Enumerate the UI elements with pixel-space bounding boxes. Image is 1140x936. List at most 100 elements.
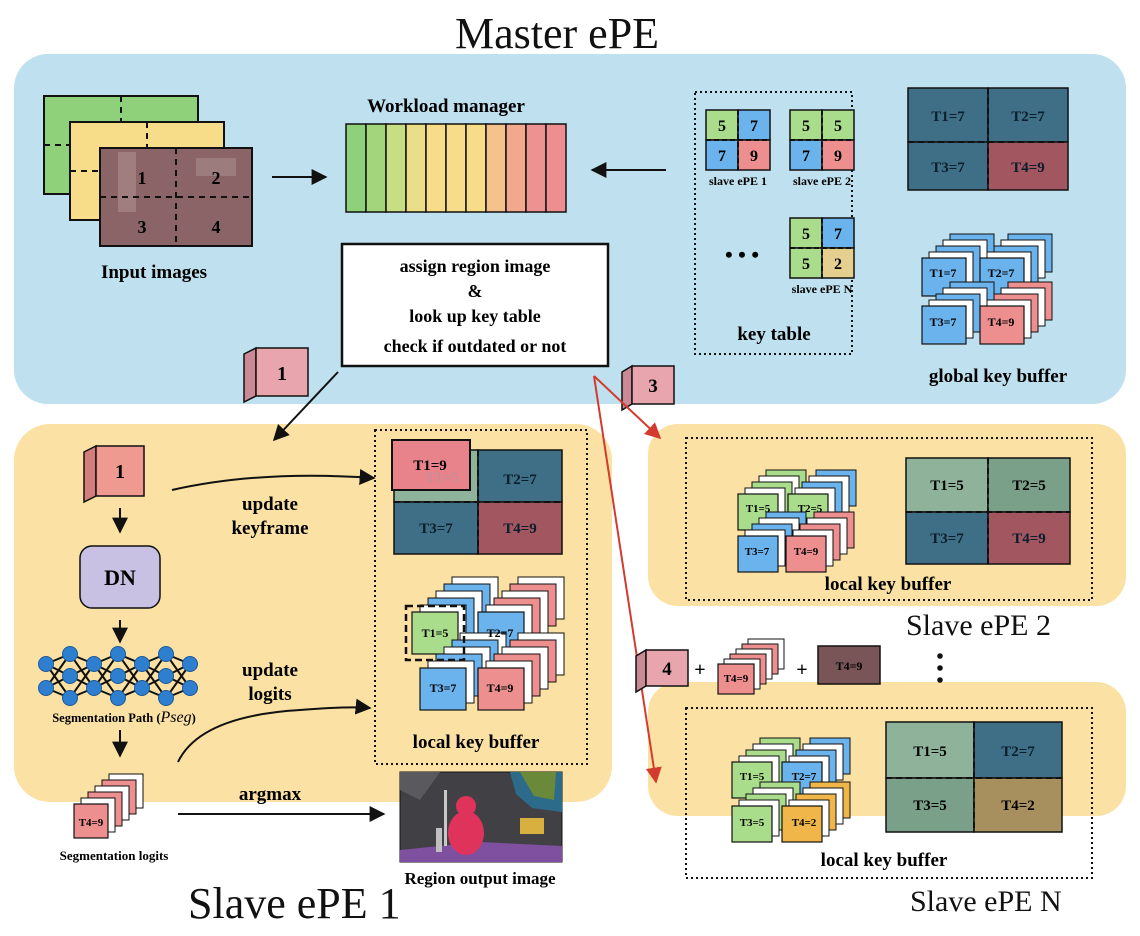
s1buf-highlight [404, 604, 466, 662]
key-table-border [694, 91, 853, 355]
update-logits-line1: update [242, 660, 298, 681]
argmax-label: argmax [239, 784, 302, 805]
assign-box [340, 242, 610, 368]
slaveN-local-buffer-border [685, 707, 1093, 879]
nn-node [110, 668, 126, 684]
nn-node [86, 680, 102, 696]
kt2-name: slave ePE 2 [793, 174, 851, 188]
incoming-tile-front [717, 663, 755, 695]
sNbuf-tile-3-front [731, 805, 773, 843]
s2buf-t3: T3=7 [745, 546, 770, 558]
nn-node [182, 656, 198, 672]
sNbuf-tile-4-front [781, 805, 823, 843]
key-table-slave1 [705, 109, 771, 171]
global-frame-t2: T2=7 [1011, 109, 1045, 125]
s1buf-tile-4-front [477, 667, 525, 711]
sNbuf-t3: T3=5 [740, 817, 765, 829]
incoming-logit-label: T4=9 [724, 673, 749, 685]
gkb-tile-3-front [921, 305, 967, 345]
assign-line-1: assign region image [400, 256, 551, 276]
slave1-buffer-stack [404, 576, 565, 711]
nn-node [110, 646, 126, 662]
slave2-frame-t4: T4=9 [1012, 531, 1046, 547]
slaveN-frame-t1: T1=5 [913, 744, 947, 760]
slaveN-buffer-stack [731, 737, 851, 843]
ktN-v4: 2 [834, 256, 842, 273]
s1buf-tile-3-front [419, 667, 467, 711]
slave1-frame-t2: T2=7 [503, 472, 537, 488]
region-output-image [399, 771, 563, 863]
master-to-slave2-arrow [593, 375, 662, 440]
slave1-title: Slave ePE 1 [188, 879, 401, 928]
kt2-v3: 7 [802, 148, 810, 165]
message-tag-1 [243, 346, 309, 404]
dn-box [79, 545, 161, 609]
region-output-label: Region output image [404, 869, 556, 888]
global-frame-t4: T4=9 [1011, 160, 1045, 176]
slave2-local-buffer-border [685, 437, 1093, 601]
input-image-stack [43, 95, 253, 247]
slaveN-frame-t3: T3=5 [913, 798, 947, 814]
s1buf-t1: T1=5 [422, 626, 449, 640]
slave1-frame-t3: T3=7 [419, 521, 453, 537]
update-keyframe-arrow [171, 469, 376, 491]
global-frame [907, 87, 1069, 191]
update-logits-arrow [177, 698, 372, 763]
logit-tile-label: T4=9 [79, 817, 104, 829]
slaveN-local-buffer-label: local key buffer [821, 850, 948, 871]
logit-tile-front [73, 803, 109, 839]
nn-node [158, 646, 174, 662]
s1buf-t4: T4=9 [487, 681, 514, 695]
nn-node [158, 668, 174, 684]
plus-1: + [694, 659, 705, 681]
slave1-frame-t1: T1=9 [413, 458, 447, 474]
slave1-local-buffer-label: local key buffer [413, 732, 540, 753]
global-frame-t3: T3=7 [931, 160, 965, 176]
nn-node [86, 656, 102, 672]
assign-line-2: & [468, 281, 483, 301]
incoming-region-label: T4=9 [836, 659, 863, 673]
update-keyframe-line1: update [242, 494, 298, 515]
s2buf-tile-4-front [785, 535, 827, 573]
gkb-t1: T1=7 [930, 266, 957, 280]
gkb-t3: T3=7 [930, 315, 957, 329]
incoming-region-image [817, 645, 881, 685]
input-images-label: Input images [101, 262, 207, 283]
input-quadrant-1: 1 [138, 168, 147, 188]
neural-network-icon [38, 646, 198, 706]
gkb-tile-4-front [979, 305, 1025, 345]
nn-node [38, 656, 54, 672]
slave2-local-buffer-label: local key buffer [825, 574, 952, 595]
message-tag-3-label: 3 [648, 376, 658, 397]
message-tag-3 [621, 364, 675, 412]
slaveN-title: Slave ePE N [910, 885, 1062, 918]
slave2-buffer-stack [737, 469, 857, 573]
slave2-frame-t2: T2=5 [1012, 478, 1046, 494]
key-table-label: key table [737, 324, 810, 345]
s2buf-tile-3-front [737, 535, 779, 573]
message-tag-4 [635, 648, 689, 694]
nn-node [110, 690, 126, 706]
seg-logits-label: Segmentation logits [60, 848, 169, 863]
ktN-v1: 5 [802, 226, 810, 243]
slave2-frame [905, 457, 1071, 565]
ktN-v3: 5 [802, 256, 810, 273]
slave2-frame-t3: T3=7 [930, 531, 964, 547]
nn-node [62, 668, 78, 684]
update-keyframe-line2: keyframe [231, 518, 308, 539]
kt1-name: slave ePE 1 [709, 174, 767, 188]
segmentation-logits-stack [73, 773, 144, 839]
kt1-v4: 9 [750, 148, 758, 165]
slaveN-frame-t2: T2=7 [1001, 744, 1035, 760]
ktN-name: slave ePE N [792, 282, 853, 296]
nn-node [158, 690, 174, 706]
nn-node [38, 680, 54, 696]
nn-node [134, 656, 150, 672]
input-quadrant-3: 3 [138, 217, 147, 237]
assign-line-4: check if outdated or not [384, 336, 567, 356]
kt1-v3: 7 [718, 148, 726, 165]
nn-node [182, 680, 198, 696]
sNbuf-t2: T2=7 [792, 771, 817, 783]
message-tag-4-label: 4 [662, 659, 672, 680]
